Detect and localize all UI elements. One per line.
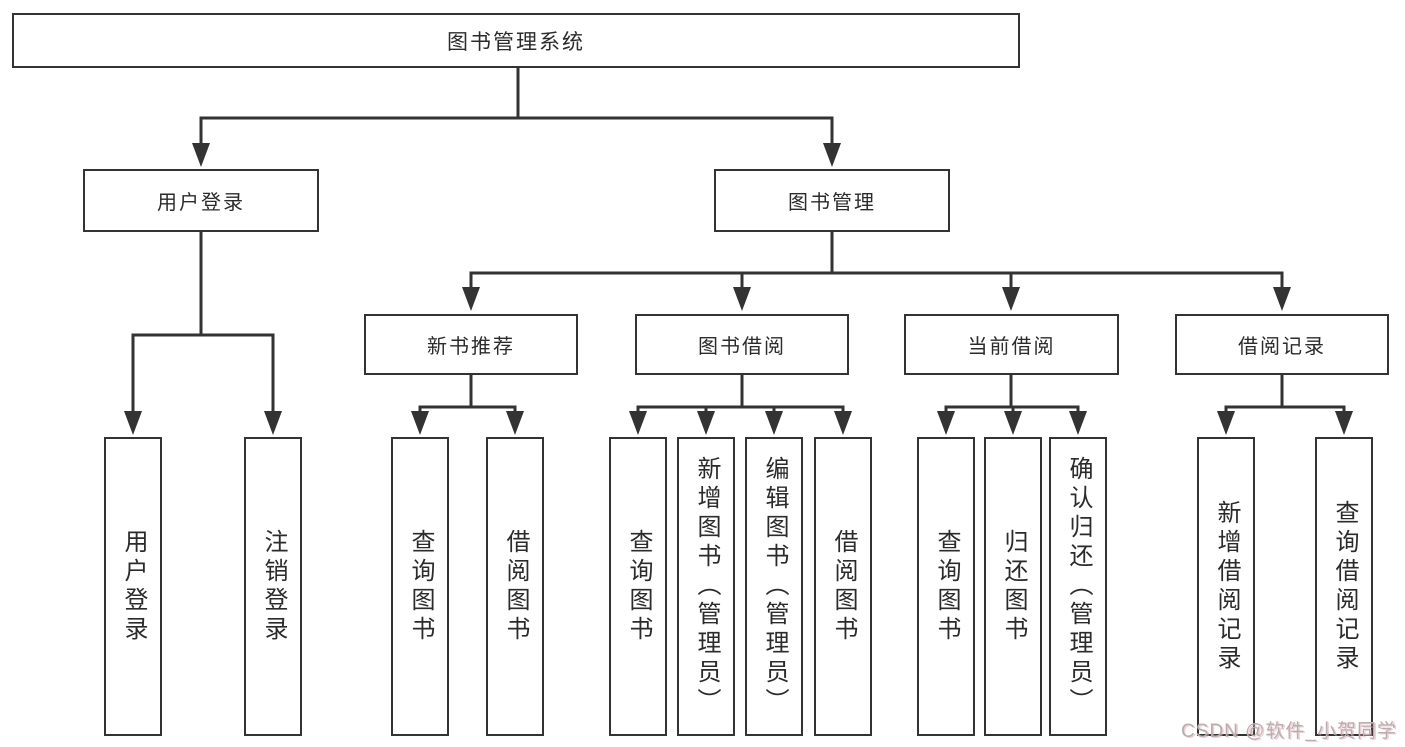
node-label: 借阅图书 bbox=[830, 528, 857, 645]
node-bb-borrow-books: 借阅图书 bbox=[814, 437, 872, 736]
node-label: 查询图书 bbox=[625, 528, 652, 645]
node-br-query-record: 查询借阅记录 bbox=[1315, 437, 1373, 736]
node-cb-query-books: 查询图书 bbox=[917, 437, 975, 736]
node-label: 确认归还（管理员） bbox=[1065, 456, 1092, 717]
node-label: 编辑图书（管理员） bbox=[761, 456, 788, 717]
node-label: 借阅图书 bbox=[502, 528, 529, 645]
node-bb-query-books: 查询图书 bbox=[609, 437, 667, 736]
node-user-login-branch: 用户登录 bbox=[83, 169, 319, 232]
csdn-watermark: CSDN @软件_小贺同学 bbox=[1181, 721, 1397, 742]
node-bb-add-books-admin: 新增图书（管理员） bbox=[677, 437, 735, 736]
node-label: 新增借阅记录 bbox=[1213, 499, 1240, 674]
node-book-borrowing: 图书借阅 bbox=[635, 314, 849, 375]
node-cb-return-books: 归还图书 bbox=[984, 437, 1042, 736]
node-nbr-query-books: 查询图书 bbox=[391, 437, 449, 736]
node-cb-confirm-return-admin: 确认归还（管理员） bbox=[1049, 437, 1107, 736]
node-leaf-logout: 注销登录 bbox=[244, 437, 302, 736]
node-label: 查询图书 bbox=[407, 528, 434, 645]
node-label: 借阅记录 bbox=[1238, 336, 1326, 358]
node-leaf-user-login: 用户登录 bbox=[104, 437, 162, 736]
node-label: 新书推荐 bbox=[427, 336, 515, 358]
node-library-management-system: 图书管理系统 bbox=[12, 13, 1020, 68]
node-label: 图书管理 bbox=[788, 192, 876, 214]
node-bb-edit-books-admin: 编辑图书（管理员） bbox=[745, 437, 803, 736]
node-label: 用户登录 bbox=[157, 192, 245, 214]
node-label: 新增图书（管理员） bbox=[693, 456, 720, 717]
node-new-book-recommend: 新书推荐 bbox=[364, 314, 578, 375]
node-label: 图书借阅 bbox=[698, 336, 786, 358]
node-label: 查询图书 bbox=[933, 528, 960, 645]
node-label: 注销登录 bbox=[260, 528, 287, 645]
node-current-borrowing: 当前借阅 bbox=[904, 314, 1119, 375]
node-nbr-borrow-books: 借阅图书 bbox=[486, 437, 544, 736]
node-label: 用户登录 bbox=[120, 528, 147, 645]
node-book-management: 图书管理 bbox=[714, 169, 950, 232]
node-label: 归还图书 bbox=[1000, 528, 1027, 645]
node-br-add-record: 新增借阅记录 bbox=[1197, 437, 1255, 736]
node-label: 图书管理系统 bbox=[447, 30, 585, 54]
node-borrowing-records: 借阅记录 bbox=[1175, 314, 1389, 375]
node-label: 当前借阅 bbox=[967, 336, 1056, 358]
node-label: 查询借阅记录 bbox=[1331, 499, 1358, 674]
